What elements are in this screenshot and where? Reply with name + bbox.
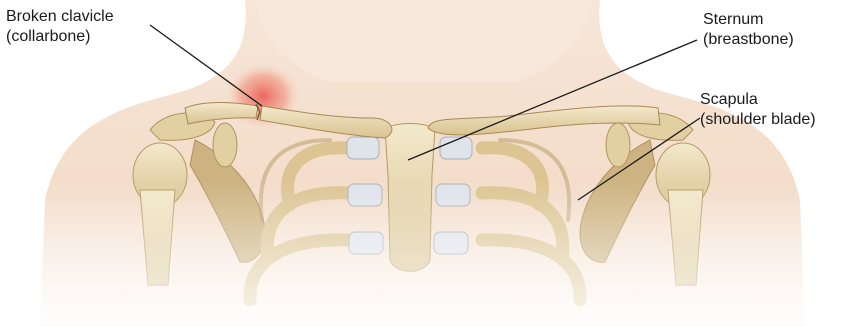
label-sternum-common: (breastbone) xyxy=(703,30,794,50)
label-sternum: Sternum (breastbone) xyxy=(703,10,794,50)
label-broken-clavicle-name: Broken clavicle xyxy=(6,7,114,27)
label-broken-clavicle-common: (collarbone) xyxy=(6,27,114,47)
label-scapula: Scapula (shoulder blade) xyxy=(700,90,816,130)
label-scapula-common: (shoulder blade) xyxy=(700,110,816,130)
label-scapula-name: Scapula xyxy=(700,90,816,110)
label-sternum-name: Sternum xyxy=(703,10,794,30)
label-broken-clavicle: Broken clavicle (collarbone) xyxy=(6,7,114,47)
